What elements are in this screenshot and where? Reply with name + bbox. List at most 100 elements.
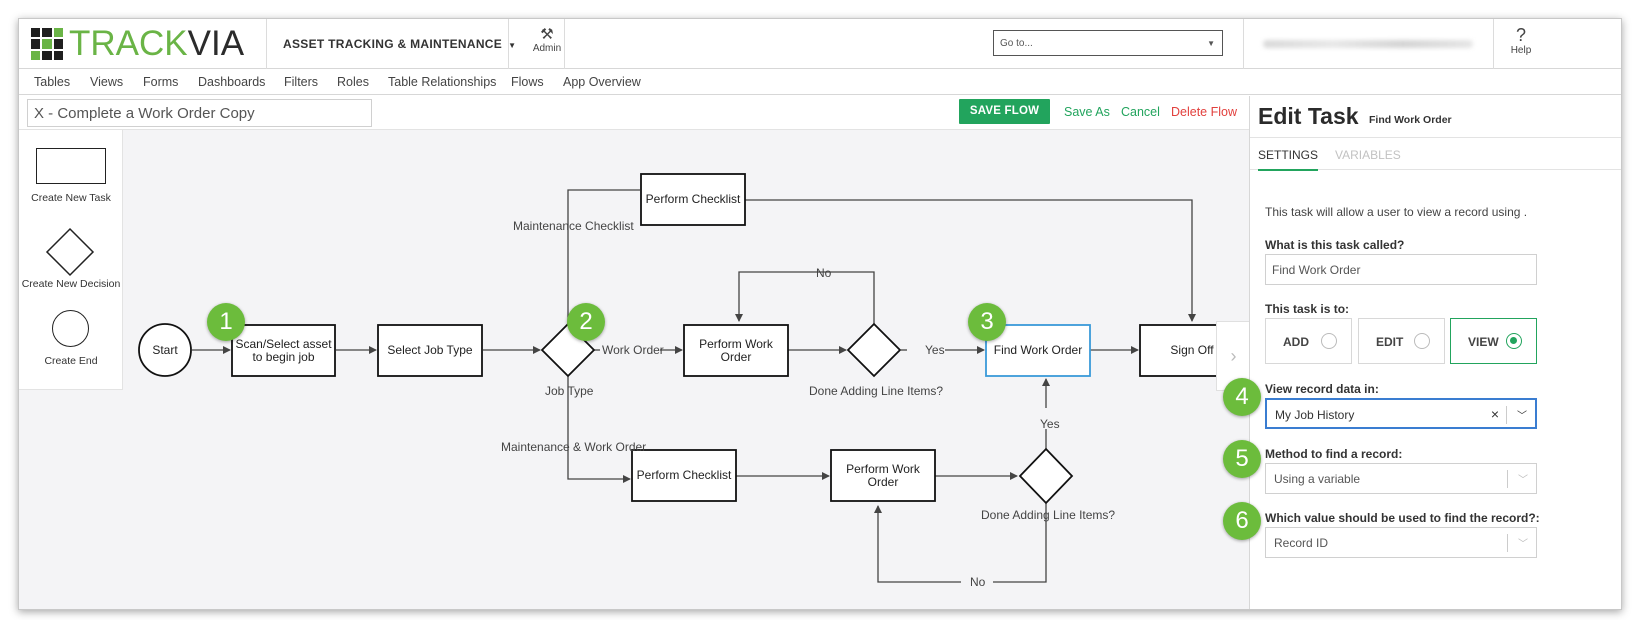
node-wo-bottom [830,449,936,502]
palette-new-task-label[interactable]: Create New Task [31,192,111,204]
node-find-work-order [985,324,1091,377]
nav-tables[interactable]: Tables [34,75,71,89]
step-badge-6: 6 [1223,502,1261,540]
goto-select[interactable]: Go to... ▼ [993,30,1223,56]
nav-filters[interactable]: Filters [284,75,319,89]
edge-jobtype-top [567,189,640,324]
shape-palette: Create New Task Create New Decision Crea… [19,130,123,390]
node-done-mid [846,322,902,378]
panel-tabs: SETTINGS VARIABLES [1250,137,1621,171]
palette-end-shape[interactable] [52,310,89,347]
label-wo-bottom[interactable]: Perform Work Order [846,461,920,489]
node-scan [231,324,336,377]
flow-toolbar: X - Complete a Work Order Copy SAVE FLOW… [19,96,1249,130]
flow-name-input[interactable]: X - Complete a Work Order Copy [27,99,372,127]
nav-roles[interactable]: Roles [337,75,369,89]
label-done-bottom: Done Adding Line Items? [981,508,1116,522]
task-name-label: What is this task called? [1265,238,1405,252]
trackvia-logo[interactable]: TRACKVIA [31,24,245,63]
nav-app-overview[interactable]: App Overview [563,75,641,89]
tools-icon: ⚒ [540,26,554,43]
flow-canvas[interactable]: X - Complete a Work Order Copy SAVE FLOW… [19,96,1249,609]
admin-button[interactable]: ⚒ Admin [519,26,575,55]
nav-flows[interactable]: Flows [511,75,544,89]
cancel-link[interactable]: Cancel [1121,105,1160,119]
help-icon: ? [1515,25,1526,45]
step-badge-3: 3 [968,303,1006,341]
chevron-down-icon[interactable]: ﹀ [1517,411,1527,422]
nav-table-relationships[interactable]: Table Relationships [388,75,497,89]
logo-grid-icon [31,28,63,60]
option-add[interactable]: ADD [1265,318,1352,364]
radio-icon [1321,333,1337,349]
tab-variables[interactable]: VARIABLES [1335,148,1401,162]
node-wo-mid [683,324,789,377]
label-checklist-top[interactable]: Perform Checklist [645,192,741,206]
chevron-down-icon[interactable]: ﹀ [1518,475,1528,486]
view-record-select[interactable]: My Job History × ﹀ [1265,398,1537,429]
method-value: Using a variable [1274,472,1361,486]
edge-label-no-bottom: No [970,575,986,589]
label-checklist-bottom[interactable]: Perform Checklist [636,468,732,482]
label-sign-off[interactable]: Sign Off [1170,343,1214,357]
edge-checklist-signoff [745,199,1196,322]
delete-flow-link[interactable]: Delete Flow [1171,105,1237,119]
view-record-value: My Job History [1275,408,1355,422]
step-badge-4: 4 [1223,378,1261,416]
palette-task-shape[interactable] [36,148,106,184]
label-scan[interactable]: Scan/Select asset to begin job [235,336,332,364]
option-view-label: VIEW [1468,335,1499,349]
palette-end-label[interactable]: Create End [44,355,98,367]
nav-views[interactable]: Views [90,75,124,89]
option-add-label: ADD [1283,335,1309,349]
node-checklist-bottom [631,449,737,502]
label-find-work-order[interactable]: Find Work Order [993,343,1083,357]
step-badge-2: 2 [567,303,605,341]
blurred-user-email [1263,40,1473,48]
label-select-job[interactable]: Select Job Type [387,343,473,357]
nav-forms[interactable]: Forms [143,75,179,89]
node-done-bottom [1018,447,1074,505]
tab-settings[interactable]: SETTINGS [1258,148,1319,171]
radio-icon [1414,333,1430,349]
view-record-label: View record data in: [1265,382,1379,396]
which-value-label: Which value should be used to find the r… [1265,511,1540,525]
option-view[interactable]: VIEW [1450,318,1537,364]
label-done-mid: Done Adding Line Items? [809,384,944,398]
palette-decision-shape[interactable] [41,223,99,281]
which-value-value: Record ID [1274,536,1329,550]
app-name-label: ASSET TRACKING & MAINTENANCE [283,37,503,51]
label-job-type: Job Type [545,384,594,398]
which-value-select[interactable]: Record ID ﹀ [1265,527,1537,558]
caret-down-icon: ▼ [508,41,517,50]
task-name-input[interactable]: Find Work Order [1265,254,1537,285]
edge-label-maintenance-checklist: Maintenance Checklist [513,219,634,233]
app-selector[interactable]: ASSET TRACKING & MAINTENANCE ▼ [283,37,516,51]
save-flow-button[interactable]: SAVE FLOW [959,99,1050,124]
help-button[interactable]: ? Help [1499,25,1543,56]
panel-title: Edit Task [1258,103,1359,129]
method-label: Method to find a record: [1265,447,1403,461]
save-as-link[interactable]: Save As [1064,105,1110,119]
admin-label: Admin [532,43,562,54]
step-badge-1: 1 [207,303,245,341]
task-is-label: This task is to: [1265,302,1350,316]
label-wo-mid[interactable]: Perform Work Order [699,336,773,364]
option-edit[interactable]: EDIT [1358,318,1445,364]
main-nav: Tables Views Forms Dashboards Filters Ro… [19,70,1621,95]
panel-subtitle: Find Work Order [1369,114,1452,126]
node-start [138,323,192,377]
clear-icon[interactable]: × [1490,406,1499,422]
chevron-down-icon[interactable]: ﹀ [1518,539,1528,550]
edge-label-yes-mid: Yes [925,343,945,357]
user-menu[interactable] [1263,37,1483,51]
palette-new-decision-label[interactable]: Create New Decision [21,278,121,290]
app-window: TRACKVIA ASSET TRACKING & MAINTENANCE ▼ ⚒… [18,18,1622,610]
logo-text: TRACKVIA [69,24,245,63]
caret-down-icon: ▼ [1207,39,1215,48]
radio-selected-icon [1506,333,1522,349]
nav-dashboards[interactable]: Dashboards [198,75,266,89]
edge-no-bottom-right [993,503,1047,583]
edge-no-loop [735,271,875,324]
method-select[interactable]: Using a variable ﹀ [1265,463,1537,494]
